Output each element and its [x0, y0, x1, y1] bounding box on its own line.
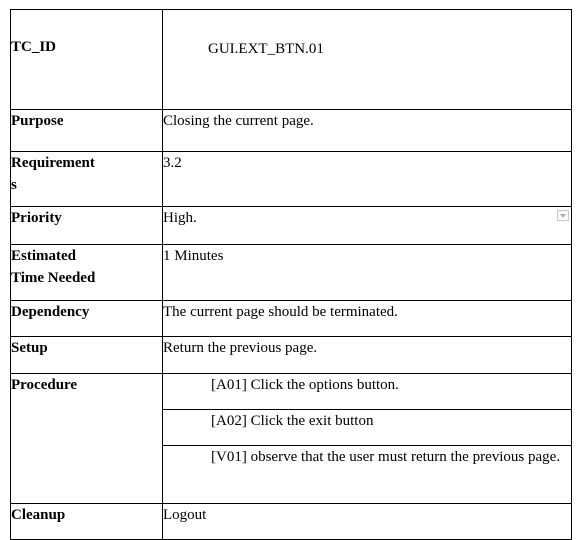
priority-cell: High.	[162, 206, 572, 245]
dependency-label: Dependency	[10, 300, 163, 337]
procedure-label: Procedure	[10, 373, 163, 504]
tc-id-label: TC_ID	[10, 9, 163, 110]
cleanup-label: Cleanup	[10, 503, 163, 540]
priority-label: Priority	[10, 206, 163, 245]
row-tc-id: TC_ID GUI.EXT_BTN.01	[10, 9, 572, 110]
test-case-table: TC_ID GUI.EXT_BTN.01 Purpose Closing the…	[10, 9, 572, 540]
purpose-label: Purpose	[10, 109, 163, 152]
row-purpose: Purpose Closing the current page.	[10, 109, 572, 152]
row-procedure-step-1: Procedure [A01] Click the options button…	[10, 373, 572, 504]
purpose-value: Closing the current page.	[162, 109, 572, 152]
requirements-label: Requirement s	[10, 151, 163, 207]
chevron-down-icon[interactable]	[557, 210, 569, 221]
row-dependency: Dependency The current page should be te…	[10, 300, 572, 337]
estimated-time-value: 1 Minutes	[162, 244, 572, 301]
cleanup-value: Logout	[162, 503, 572, 540]
setup-label: Setup	[10, 336, 163, 374]
requirements-value: 3.2	[162, 151, 572, 207]
estimated-time-label-line2: Time Needed	[11, 270, 96, 286]
tc-id-value: GUI.EXT_BTN.01	[162, 9, 572, 110]
dependency-value: The current page should be terminated.	[162, 300, 572, 337]
row-setup: Setup Return the previous page.	[10, 336, 572, 374]
procedure-step: [A01] Click the options button.	[162, 373, 572, 410]
row-cleanup: Cleanup Logout	[10, 503, 572, 540]
requirements-label-line1: Requirement	[11, 155, 95, 171]
row-priority: Priority High.	[10, 206, 572, 245]
row-requirements: Requirement s 3.2	[10, 151, 572, 207]
setup-value: Return the previous page.	[162, 336, 572, 374]
row-procedure-step-3: [V01] observe that the user must return …	[11, 445, 572, 504]
priority-value: High.	[163, 210, 197, 226]
procedure-step: [A02] Click the exit button	[162, 409, 572, 446]
estimated-time-label-line1: Estimated	[11, 248, 76, 264]
requirements-label-line2: s	[11, 177, 17, 193]
procedure-step: [V01] observe that the user must return …	[162, 445, 572, 504]
row-procedure-step-2: [A02] Click the exit button	[11, 409, 572, 446]
